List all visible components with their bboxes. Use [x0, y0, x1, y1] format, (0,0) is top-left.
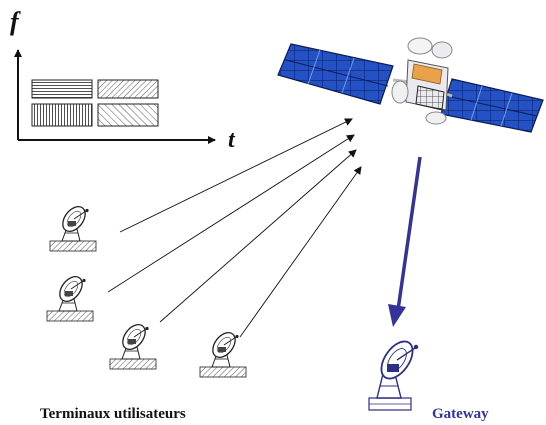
satellite-dish-icon: [49, 201, 97, 252]
satellite-antenna-4: [425, 111, 447, 125]
time-frequency-plot: f t: [10, 7, 236, 153]
terminals-label: Terminaux utilisateurs: [40, 406, 186, 422]
uplink-arrow-3: [159, 149, 357, 323]
uplink-arrow-2: [107, 134, 355, 293]
terminal-2: [46, 271, 94, 322]
uplink-arrow-4: [239, 166, 362, 338]
satellite-dish-icon: [109, 319, 157, 370]
satellite-antenna-2: [431, 41, 453, 59]
x-axis-label: t: [228, 127, 236, 153]
left-solar-panel: [277, 43, 394, 105]
terminal-4: [199, 327, 247, 378]
block-vertical-hatch: [31, 103, 93, 127]
satellite-dish-icon: [46, 271, 94, 322]
satellite-antenna-1: [407, 37, 433, 55]
satellite-icon: [277, 37, 544, 133]
gateway-label: Gateway: [432, 406, 489, 422]
block-diagonal-hatch-bottom: [97, 103, 159, 127]
downlink-arrow: [388, 156, 422, 327]
uplink-arrows: [107, 118, 362, 338]
uplink-arrow-1: [119, 118, 353, 233]
y-axis-label: f: [10, 7, 21, 36]
gateway-dish-icon: [368, 340, 419, 411]
block-horizontal-hatch: [31, 79, 93, 99]
terminal-1: [49, 201, 97, 252]
satellite-antenna-3: [391, 80, 409, 104]
terminal-3: [109, 319, 157, 370]
satellite-dish-icon: [199, 327, 247, 378]
block-diagonal-hatch-top: [97, 79, 159, 99]
